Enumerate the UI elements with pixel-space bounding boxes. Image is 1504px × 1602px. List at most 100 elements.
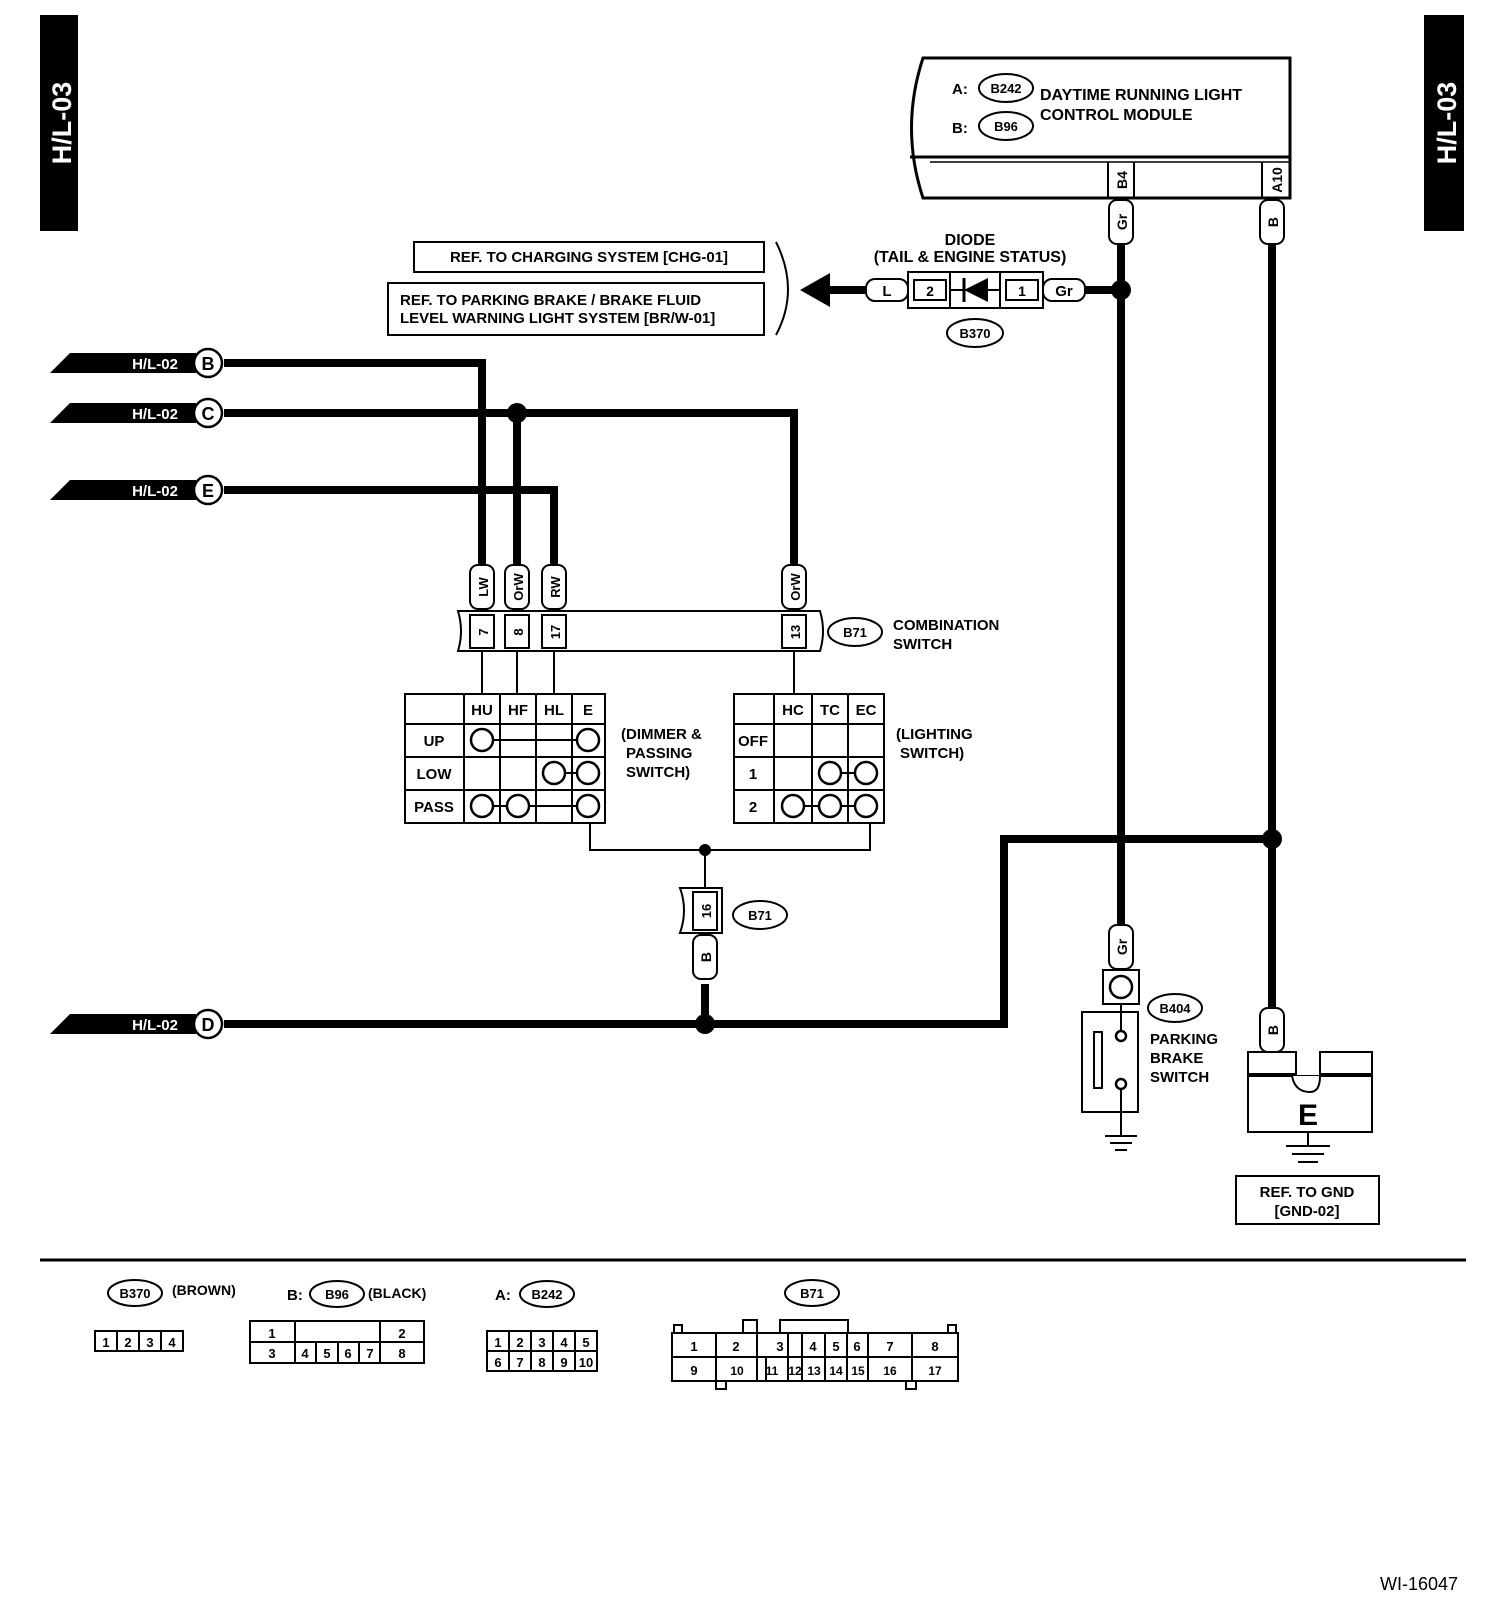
svg-text:4: 4 <box>301 1346 309 1361</box>
svg-text:1: 1 <box>494 1335 501 1350</box>
combination-switch-connector: 7 8 17 13 B71 COMBINATION SWITCH <box>456 610 999 653</box>
svg-text:B: B <box>698 952 714 962</box>
figure-id: WI-16047 <box>1380 1574 1458 1594</box>
svg-text:B71: B71 <box>748 908 772 923</box>
svg-text:[GND-02]: [GND-02] <box>1274 1203 1339 1220</box>
switch-internal-wires <box>481 651 871 890</box>
svg-text:B404: B404 <box>1159 1001 1191 1016</box>
parking-brake-switch: B404 PARKING BRAKE SWITCH <box>1081 969 1218 1151</box>
svg-text:B: B <box>1265 1025 1281 1035</box>
page-tab-left: H/L-03 <box>40 15 78 231</box>
offpage-connector-b: H/L-02 B <box>50 347 224 379</box>
legend-b71: B71 1 2 3 4 5 6 7 8 9 10 11 12 13 14 15 … <box>671 1279 959 1390</box>
svg-text:3: 3 <box>776 1339 783 1354</box>
wire-color-tags: Gr B LW OrW RW OrW B Gr B <box>469 199 1285 1053</box>
svg-text:OrW: OrW <box>788 573 803 601</box>
svg-text:LOW: LOW <box>417 766 453 783</box>
svg-text:B242: B242 <box>531 1287 562 1302</box>
svg-text:SWITCH: SWITCH <box>1150 1069 1209 1086</box>
svg-text:B96: B96 <box>325 1287 349 1302</box>
svg-text:HL: HL <box>544 702 564 719</box>
svg-text:REF. TO CHARGING SYSTEM [CHG-0: REF. TO CHARGING SYSTEM [CHG-01] <box>450 249 728 266</box>
svg-text:A10: A10 <box>1269 167 1285 193</box>
svg-text:REF. TO GND: REF. TO GND <box>1260 1184 1355 1201</box>
svg-text:14: 14 <box>829 1364 843 1378</box>
svg-text:3: 3 <box>538 1335 545 1350</box>
page-tab-right: H/L-03 <box>1424 15 1464 231</box>
svg-text:B242: B242 <box>990 81 1021 96</box>
svg-text:4: 4 <box>809 1339 817 1354</box>
svg-text:B370: B370 <box>119 1286 150 1301</box>
svg-text:16: 16 <box>699 904 714 918</box>
offpage-connector-c: H/L-02 C <box>50 397 224 429</box>
svg-text:9: 9 <box>690 1363 697 1378</box>
svg-text:REF. TO PARKING BRAKE / BRAKE: REF. TO PARKING BRAKE / BRAKE FLUID <box>400 292 701 309</box>
svg-text:H/L-02: H/L-02 <box>132 406 178 423</box>
svg-text:7: 7 <box>366 1346 373 1361</box>
svg-text:(DIMMER &: (DIMMER & <box>621 726 702 743</box>
svg-text:7: 7 <box>886 1339 893 1354</box>
svg-text:DAYTIME RUNNING LIGHT: DAYTIME RUNNING LIGHT <box>1040 87 1242 104</box>
svg-text:B4: B4 <box>1114 171 1130 189</box>
svg-text:6: 6 <box>494 1355 501 1370</box>
svg-text:8: 8 <box>538 1355 545 1370</box>
svg-text:SWITCH): SWITCH) <box>626 764 690 781</box>
svg-text:10: 10 <box>730 1364 744 1378</box>
svg-text:COMBINATION: COMBINATION <box>893 617 999 634</box>
diode: DIODE (TAIL & ENGINE STATUS) L 2 1 Gr B3… <box>865 232 1086 348</box>
svg-text:Gr: Gr <box>1114 213 1130 230</box>
svg-text:OFF: OFF <box>738 733 768 750</box>
svg-text:1: 1 <box>690 1339 697 1354</box>
svg-text:17: 17 <box>548 625 563 639</box>
svg-text:3: 3 <box>268 1346 275 1361</box>
svg-text:UP: UP <box>424 733 445 750</box>
svg-text:B71: B71 <box>800 1286 824 1301</box>
svg-text:B370: B370 <box>959 326 990 341</box>
svg-text:7: 7 <box>516 1355 523 1370</box>
offpage-connector-e: H/L-02 E <box>50 474 224 506</box>
svg-text:E: E <box>202 481 214 501</box>
svg-text:16: 16 <box>883 1364 897 1378</box>
svg-text:TC: TC <box>820 702 840 719</box>
svg-text:4: 4 <box>560 1335 568 1350</box>
svg-text:BRAKE: BRAKE <box>1150 1050 1203 1067</box>
svg-text:5: 5 <box>323 1346 330 1361</box>
svg-text:SWITCH: SWITCH <box>893 636 952 653</box>
svg-text:1: 1 <box>1018 283 1026 299</box>
svg-text:2: 2 <box>732 1339 739 1354</box>
svg-text:5: 5 <box>582 1335 589 1350</box>
lighting-switch-table: HC TC EC OFF 1 2 (LIGHTING SWITCH) <box>733 693 973 824</box>
svg-text:HC: HC <box>782 702 804 719</box>
svg-text:C: C <box>202 404 215 424</box>
svg-text:EC: EC <box>856 702 877 719</box>
svg-text:10: 10 <box>579 1355 593 1370</box>
svg-text:11: 11 <box>766 1364 779 1378</box>
ground-point-e: E REF. TO GND [GND-02] <box>1235 1051 1380 1225</box>
svg-text:H/L-02: H/L-02 <box>132 1017 178 1034</box>
svg-text:A:: A: <box>952 81 968 98</box>
svg-text:17: 17 <box>928 1364 942 1378</box>
svg-text:(BROWN): (BROWN) <box>172 1282 236 1298</box>
legend-b96: B: B96 (BLACK) 1 2 3 4 5 6 7 8 <box>249 1280 426 1364</box>
svg-text:H/L-03: H/L-03 <box>47 82 77 165</box>
offpage-connector-d: H/L-02 D <box>50 1008 224 1040</box>
svg-text:H/L-02: H/L-02 <box>132 356 178 373</box>
svg-text:A:: A: <box>495 1287 511 1304</box>
svg-text:9: 9 <box>560 1355 567 1370</box>
b71-ground-pin-connector: 16 B71 <box>678 887 788 934</box>
svg-text:2: 2 <box>926 283 934 299</box>
svg-text:LW: LW <box>476 577 491 597</box>
svg-text:8: 8 <box>931 1339 938 1354</box>
svg-text:PASSING: PASSING <box>626 745 692 762</box>
svg-text:2: 2 <box>516 1335 523 1350</box>
svg-text:8: 8 <box>511 628 526 635</box>
svg-text:SWITCH): SWITCH) <box>900 745 964 762</box>
svg-text:HF: HF <box>508 702 528 719</box>
svg-text:CONTROL MODULE: CONTROL MODULE <box>1040 107 1193 124</box>
svg-text:D: D <box>202 1015 215 1035</box>
legend-b370: B370 (BROWN) 1 2 3 4 <box>94 1279 236 1352</box>
svg-text:OrW: OrW <box>511 573 526 601</box>
svg-text:PASS: PASS <box>414 799 454 816</box>
svg-text:13: 13 <box>788 625 803 639</box>
svg-text:HU: HU <box>471 702 493 719</box>
